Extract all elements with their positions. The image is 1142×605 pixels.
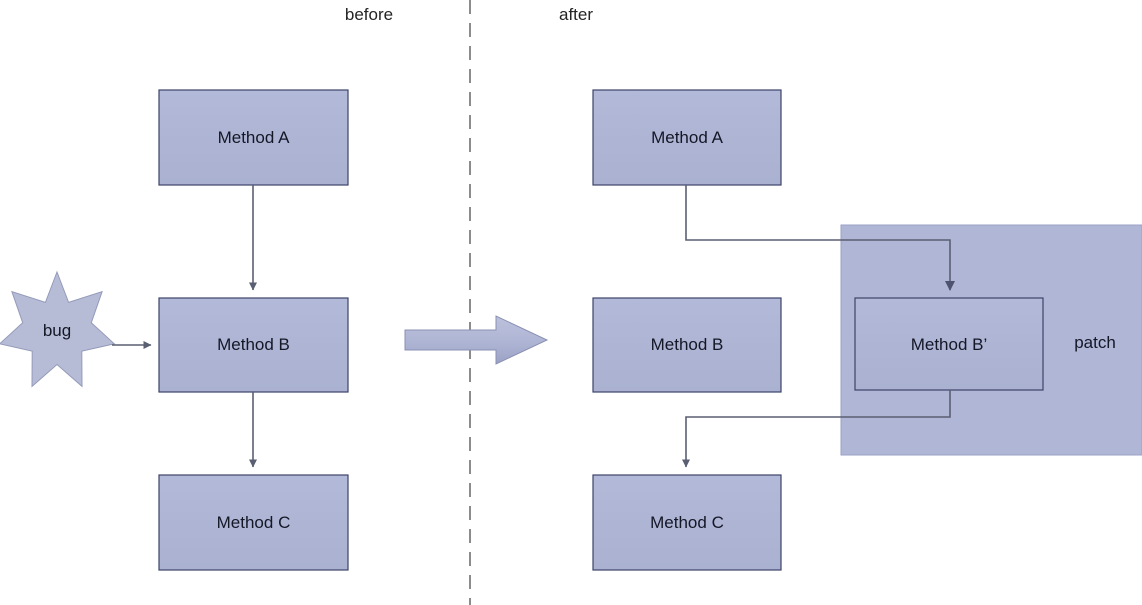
connector-after-a-to-bprime <box>685 185 955 291</box>
after-method-c-box[interactable] <box>592 474 782 571</box>
bug-star: bug <box>0 270 116 388</box>
before-node-method-c[interactable]: Method C <box>158 474 349 571</box>
before-node-method-b[interactable]: Method B <box>158 297 349 393</box>
before-method-b-label: Method B <box>217 335 290 354</box>
header-label-after: after <box>559 5 593 24</box>
after-node-method-a[interactable]: Method A <box>592 89 782 186</box>
after-method-b-prime-box[interactable] <box>854 297 1044 391</box>
bug-star-shape <box>0 270 116 388</box>
patch-region-label: patch <box>1074 333 1116 352</box>
after-method-b-label: Method B <box>651 335 724 354</box>
after-group: patch Method A Method B Method C <box>592 89 1142 571</box>
transition-arrow-shape <box>404 315 549 365</box>
before-group: bug Method A Method B Method C <box>0 89 349 571</box>
before-after-transition-arrow <box>404 315 549 365</box>
after-node-method-b[interactable]: Method B <box>592 297 782 393</box>
after-method-a-label: Method A <box>651 128 723 147</box>
connector-after-bprime-to-c <box>682 390 951 468</box>
after-method-c-label: Method C <box>650 513 724 532</box>
after-node-method-b-prime[interactable]: Method B’ <box>854 297 1044 391</box>
before-node-method-a[interactable]: Method A <box>158 89 349 186</box>
before-method-c-label: Method C <box>217 513 291 532</box>
before-method-a-label: Method A <box>218 128 290 147</box>
after-method-b-prime-label: Method B’ <box>911 335 988 354</box>
after-method-a-box[interactable] <box>592 89 782 186</box>
after-node-method-c[interactable]: Method C <box>592 474 782 571</box>
before-method-a-box[interactable] <box>158 89 349 186</box>
before-method-c-box[interactable] <box>158 474 349 571</box>
header-label-before: before <box>345 5 393 24</box>
after-method-b-box[interactable] <box>592 297 782 393</box>
bug-star-label: bug <box>43 321 71 340</box>
